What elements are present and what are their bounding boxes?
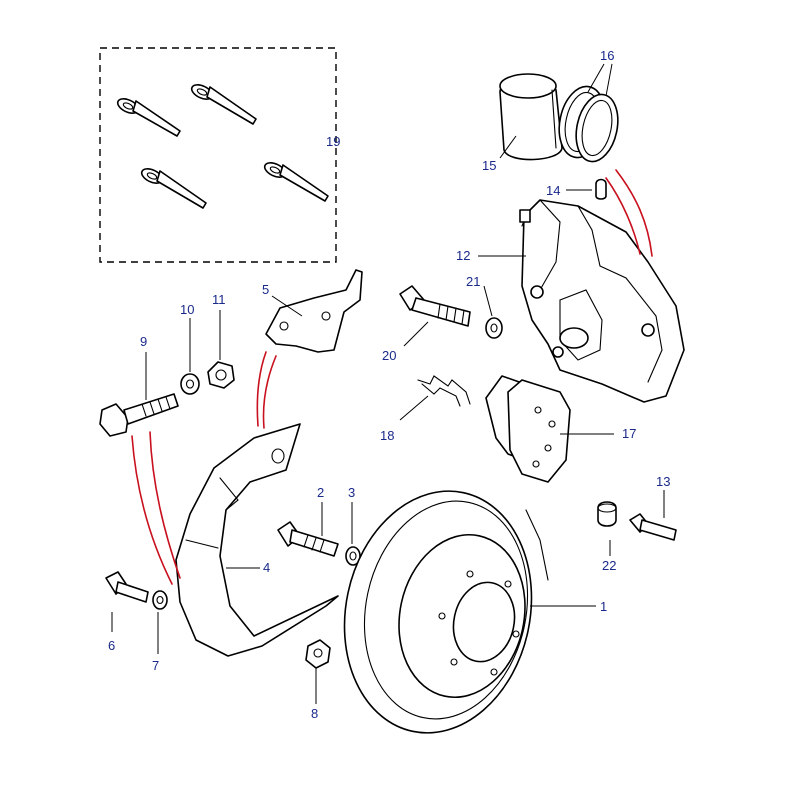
callout-13: 13 <box>656 474 670 489</box>
callout-21: 21 <box>466 274 480 289</box>
caliper-mounting-bolt[interactable] <box>399 285 471 327</box>
callout-12: 12 <box>456 248 470 263</box>
caliper-piston[interactable] <box>499 73 563 161</box>
dust-shield[interactable] <box>175 423 339 657</box>
callout-2: 2 <box>317 485 324 500</box>
hub-nut[interactable] <box>305 639 331 669</box>
shield-lower-washer[interactable] <box>152 590 168 610</box>
brake-caliper[interactable] <box>519 199 685 403</box>
callout-5: 5 <box>262 282 269 297</box>
callout-10: 10 <box>180 302 194 317</box>
callout-1: 1 <box>600 599 607 614</box>
callout-labels: 1 2 3 4 5 6 7 8 9 10 11 12 13 14 15 16 1… <box>108 48 670 721</box>
brake-disc[interactable] <box>323 474 554 751</box>
callout-11: 11 <box>212 292 226 307</box>
callout-9: 9 <box>140 334 147 349</box>
guide-bolt-to-shield-2 <box>149 431 181 579</box>
anti-rattle-spring[interactable] <box>417 375 471 407</box>
callout-22: 22 <box>602 558 616 573</box>
callout-16: 16 <box>600 48 614 63</box>
callout-14: 14 <box>546 183 560 198</box>
guide-bracket-to-shield <box>256 351 267 427</box>
bleed-nipple[interactable] <box>595 178 607 200</box>
split-pin-3[interactable] <box>139 166 207 209</box>
callout-8: 8 <box>311 706 318 721</box>
callout-20: 20 <box>382 348 396 363</box>
disc-bolt[interactable] <box>277 521 339 557</box>
piston-seals[interactable] <box>553 82 624 165</box>
split-pin-2[interactable] <box>189 82 257 125</box>
bleed-screw[interactable] <box>629 513 677 541</box>
split-pin-kit-box <box>99 47 337 263</box>
shield-lower-bolt[interactable] <box>105 571 149 603</box>
split-pin-4[interactable] <box>262 160 329 202</box>
split-pin-1[interactable] <box>115 96 181 137</box>
guide-bracket-to-shield-2 <box>262 355 277 429</box>
leader-lines <box>111 63 665 704</box>
callout-18: 18 <box>380 428 394 443</box>
callout-19: 19 <box>326 134 340 149</box>
callout-7: 7 <box>152 658 159 673</box>
shield-washer[interactable] <box>180 373 200 395</box>
callout-4: 4 <box>263 560 270 575</box>
bleed-cap[interactable] <box>597 501 617 527</box>
caliper-bolt-washer[interactable] <box>485 317 503 339</box>
callout-17: 17 <box>622 426 636 441</box>
guide-seals-to-caliper-2 <box>605 177 641 255</box>
shield-bolt[interactable] <box>99 393 179 437</box>
brake-pads[interactable] <box>485 375 571 483</box>
shield-nut[interactable] <box>207 361 235 389</box>
mounting-bracket[interactable] <box>265 269 363 353</box>
callout-3: 3 <box>348 485 355 500</box>
guide-bolt-to-shield <box>131 435 173 585</box>
assembly-guides <box>131 169 653 585</box>
callout-6: 6 <box>108 638 115 653</box>
callout-15: 15 <box>482 158 496 173</box>
guide-seals-to-caliper <box>615 169 653 257</box>
